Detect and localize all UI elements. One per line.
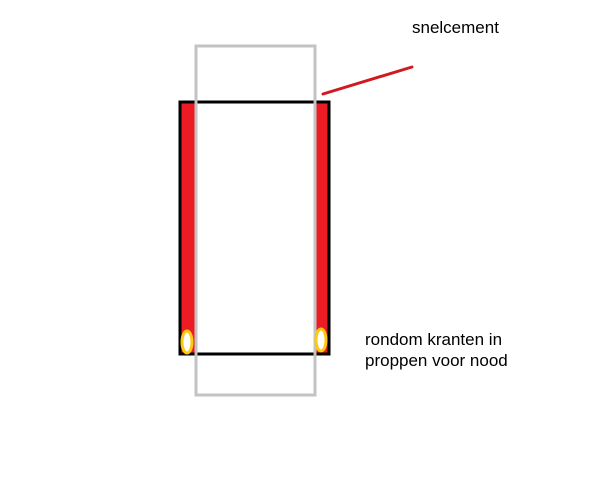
- pipe-outline: [194, 44, 317, 397]
- paper-plug-right-ring: [314, 327, 328, 353]
- paper-plug-label-line-1: rondom kranten in: [365, 330, 503, 349]
- paper-plug-right: [316, 329, 326, 351]
- paper-plug-label: rondom kranten in proppen voor nood: [365, 329, 508, 371]
- pointer-line: [321, 65, 414, 96]
- cement-strip-right: [316, 102, 329, 354]
- paper-plug-left-ring: [180, 329, 194, 355]
- paper-plug-left: [182, 331, 192, 353]
- wall-opening-frame: [178, 100, 331, 356]
- snelcement-label: snelcement: [412, 18, 499, 37]
- cement-strip-left: [180, 102, 195, 354]
- paper-plug-label-line-2: proppen voor nood: [365, 351, 508, 370]
